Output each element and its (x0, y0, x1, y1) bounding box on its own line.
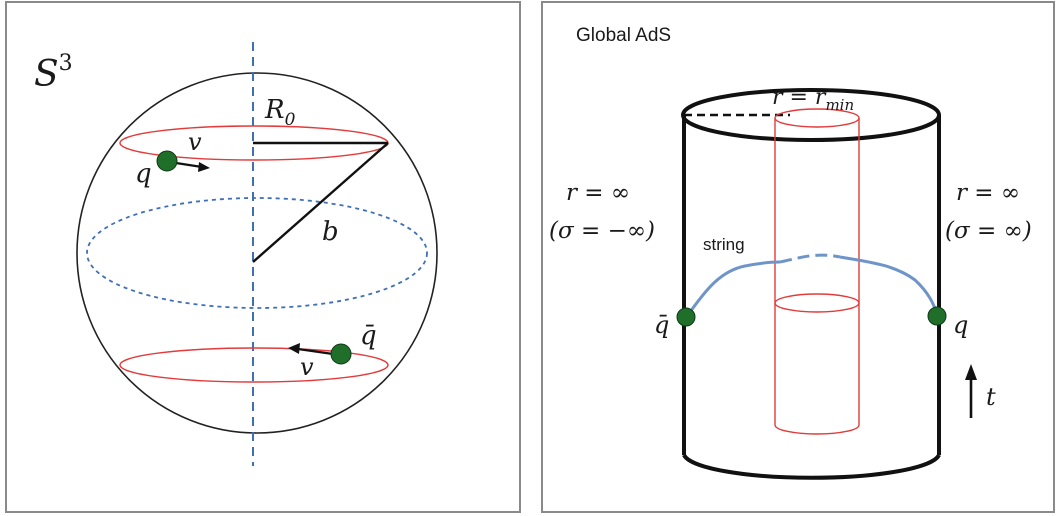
velocity-arrow-bottom (297, 347, 334, 356)
panel-title: Global AdS (576, 25, 671, 46)
antiquark-endpoint (676, 307, 696, 327)
label-right-sigma: (σ = ∞) (945, 218, 1032, 244)
bottom-orbit (119, 347, 389, 383)
right-panel-ads: Global AdS r = rmin r = ∞ (σ = −∞) r = ∞… (541, 1, 1055, 513)
left-panel-frame (5, 1, 521, 513)
label-q-right: q (953, 311, 968, 339)
label-t: t (986, 383, 996, 411)
label-r-min: r = rmin (772, 85, 854, 114)
string-curve-right (839, 255, 939, 317)
antiquark-particle (330, 343, 352, 365)
time-arrowhead (965, 364, 977, 380)
left-panel-s3: S3 R0 v q b q̄ v (5, 1, 521, 513)
radius-b-line (252, 142, 389, 263)
quark-endpoint (927, 306, 947, 326)
label-string: string (703, 235, 745, 254)
sphere-outline (76, 72, 438, 434)
label-qbar-right: q̄ (654, 311, 669, 339)
label-left-sigma: (σ = −∞) (549, 218, 655, 244)
label-v-top: v (188, 128, 202, 156)
label-left-r-infinity: r = ∞ (566, 180, 630, 206)
label-v-bottom: v (300, 353, 314, 381)
label-qbar: q̄ (360, 321, 377, 351)
cylinder-bottom-rim (682, 453, 941, 480)
velocity-arrowhead-top (198, 162, 210, 172)
quark-particle (156, 150, 178, 172)
label-right-r-infinity: r = ∞ (956, 180, 1020, 206)
cylinder-top-rim (681, 88, 941, 142)
space-label: S3 (34, 51, 73, 95)
inner-cylinder-mid (774, 293, 860, 313)
string-curve-dashed (779, 253, 841, 264)
label-q: q (135, 159, 152, 189)
equator-ellipse (86, 197, 428, 309)
inner-cylinder-bottom (774, 424, 860, 435)
string-curve-left (684, 260, 781, 318)
label-b: b (322, 217, 339, 247)
label-R0: R0 (264, 95, 296, 130)
velocity-arrowhead-bottom (288, 343, 300, 354)
velocity-arrow-top (175, 161, 203, 169)
